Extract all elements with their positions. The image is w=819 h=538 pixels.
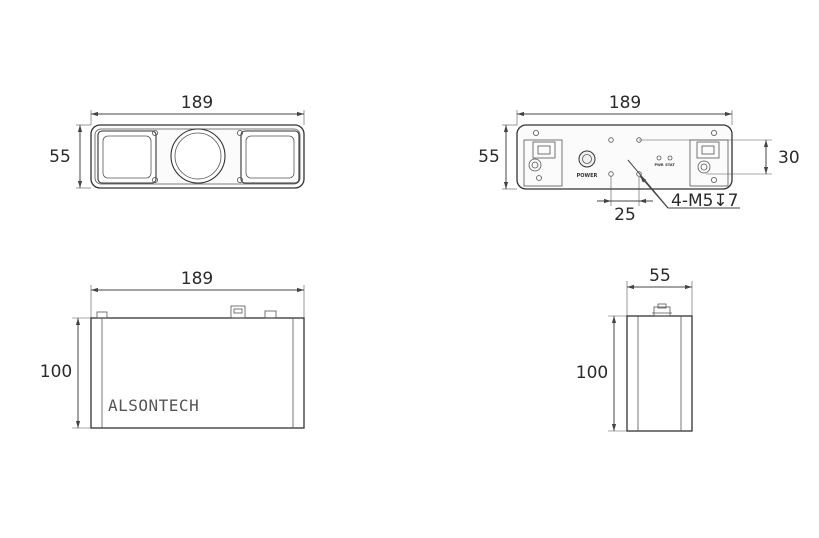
power-label: POWER (577, 173, 598, 179)
hole-callout-leader-2 (639, 175, 669, 209)
front-screw-icon (151, 129, 158, 136)
back-screw-icon (711, 176, 718, 183)
front-width-label: 189 (181, 93, 213, 113)
back-left-connector-panel (523, 139, 563, 187)
ethernet-port-icon (532, 141, 556, 159)
end-view: 55 100 (576, 266, 693, 432)
back-height-label: 55 (478, 147, 500, 167)
side-height-label: 100 (40, 362, 72, 382)
front-screw-icon (236, 176, 243, 183)
side-top-connector-icon (264, 310, 277, 319)
front-view: 189 55 (49, 93, 305, 189)
back-screw-icon (536, 175, 542, 181)
led-label-2: STAT (665, 163, 675, 167)
mounting-hole-icon (636, 171, 642, 177)
front-right-lens (245, 135, 295, 179)
end-body-outline (626, 315, 693, 432)
side-top-connector-inner (233, 308, 243, 314)
power-connector-inner (582, 154, 592, 164)
hole-callout-label: 4-M5↧7 (671, 191, 739, 211)
io-connector-inner (700, 163, 708, 171)
side-top-connector-icon (96, 311, 108, 319)
front-screw-icon (151, 176, 158, 183)
hole-v-spacing-label: 30 (778, 148, 800, 168)
power-connector-icon (578, 150, 596, 168)
io-connector-icon (697, 160, 711, 174)
mounting-hole-icon (608, 171, 614, 177)
side-body-outline (90, 317, 305, 429)
back-view: 189 55 POWER PWR STAT (478, 93, 799, 225)
led-indicator-icon (656, 155, 662, 161)
front-height-label: 55 (49, 147, 71, 167)
ethernet-port-inner (701, 145, 715, 155)
end-width-label: 55 (649, 266, 671, 286)
front-projector-lens (174, 132, 222, 180)
end-top-connector-icon (653, 306, 671, 317)
ethernet-port-icon (696, 141, 720, 159)
led-indicator-icon (667, 155, 673, 161)
side-top-connector-icon (230, 305, 246, 319)
hole-h-spacing-label: 25 (614, 205, 636, 225)
back-screw-icon (711, 129, 718, 136)
brand-logo: ALSONTECH (108, 396, 199, 415)
front-projector-outer (170, 128, 226, 184)
side-view: 189 100 ALSONTECH (40, 269, 305, 429)
side-width-label: 189 (181, 269, 213, 289)
front-right-window (240, 130, 300, 184)
front-left-lens (102, 135, 152, 179)
ethernet-port-inner (537, 145, 551, 155)
end-top-connector-inner (657, 303, 667, 309)
front-left-window (97, 130, 157, 184)
mounting-hole-icon (608, 137, 614, 143)
front-screw-icon (236, 129, 243, 136)
io-connector-inner (531, 161, 539, 169)
back-width-label: 189 (609, 93, 641, 113)
back-screw-icon (533, 129, 540, 136)
led-label-1: PWR (654, 163, 663, 167)
back-body-outline (516, 124, 733, 190)
end-height-label: 100 (576, 363, 608, 383)
io-connector-icon (528, 158, 542, 172)
